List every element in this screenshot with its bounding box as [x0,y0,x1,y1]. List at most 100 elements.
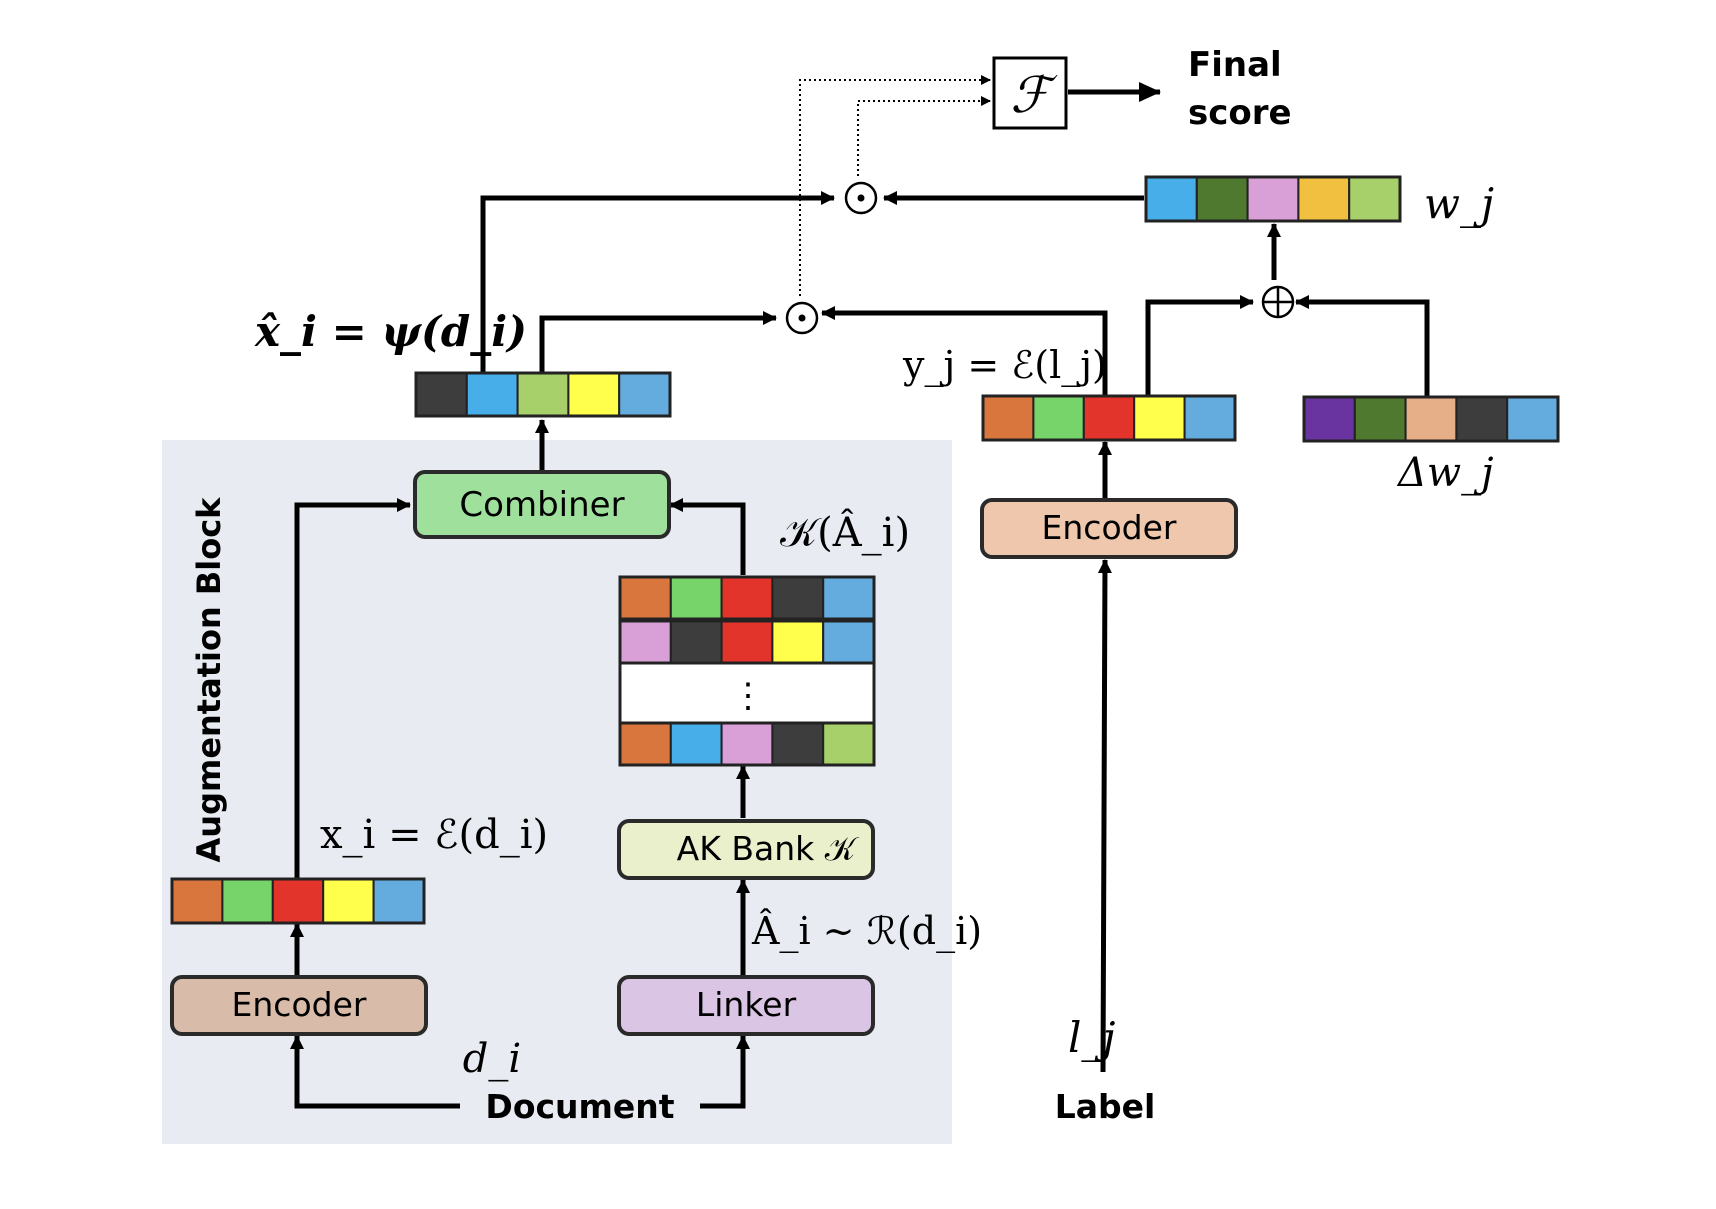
doc-encoder-label: Encoder [232,985,367,1024]
vector-cell [1246,176,1300,222]
connectors [290,82,1430,1109]
vector-cell [1506,396,1559,442]
vector-cell [1297,176,1351,222]
vector-cell [982,395,1035,441]
vector-border [618,575,876,621]
vector-border [981,394,1237,442]
vector-cell [1195,176,1249,222]
vector-cell [1303,396,1356,442]
vector-border [170,877,426,925]
k-matrix-row-2 [618,619,876,665]
combiner-box: Combiner [413,470,671,539]
arrow-xi-to-combiner [294,498,411,880]
vector-cell [822,722,876,766]
hadamard-mid [785,301,819,335]
oplus-operator [1261,285,1295,319]
arrow-doc-to-linker [700,1035,750,1109]
k-matrix: ⋮ [618,575,876,767]
arrow-deltaw-to-oplus [1295,295,1430,396]
vector-cell [465,372,519,417]
final-score-line2: score [1188,93,1292,133]
akbank-box: AK Bank 𝒦 [617,819,875,880]
vector-border [1302,395,1560,443]
vector-cell [771,722,825,766]
vector-cell [619,722,672,766]
k-matrix-row-3 [618,721,876,767]
label-encoder-label: Encoder [1042,508,1177,547]
vector-cell [415,372,468,417]
augmentation-block-title: Augmentation Block [190,497,228,863]
vector-cell [771,576,825,620]
vector-border [618,721,876,767]
vector-cell [271,878,325,924]
formula-w-j: w_j [1424,179,1494,228]
vector-cell [1404,396,1458,442]
document-symbol: d_i [463,1036,521,1082]
vector-border [618,619,876,665]
arrow-matrix-to-combiner [669,498,746,575]
vector-cell [1145,176,1198,222]
vector-cell [720,620,774,664]
doc-encoder-box: Encoder [170,975,428,1036]
vector-cell [720,722,774,766]
vector-cell [1455,396,1509,442]
vector-border [1144,175,1402,223]
vector-cell [822,576,876,620]
formula-delta-w: Δw_j [1396,450,1494,496]
vector-cell [1348,176,1401,222]
formula-x-i: x_i = ℰ(d_i) [320,812,548,858]
vector-cell [372,878,426,924]
akbank-label: AK Bank 𝒦 [677,829,860,868]
vector-xhat-i [414,371,672,418]
arrow-label-to-encoder [1097,559,1112,1073]
formula-y-j: y_j = ℰ(l_j) [902,343,1107,388]
linker-box: Linker [617,975,875,1036]
vector-w-j [1144,175,1402,223]
arrow-xhat-to-hadamard-mid [539,311,777,372]
formula-a-i: Â_i ∼ ℛ(d_i) [751,909,982,954]
k-matrix-row-1 [618,575,876,621]
vector-delta-w-j [1302,395,1560,443]
vector-y-j [981,394,1237,442]
dotted-hadamard-top-to-f [857,96,991,176]
vector-cell [1082,395,1136,441]
vector-cell [669,620,723,664]
vector-cell [1353,396,1407,442]
combiner-label: Combiner [459,485,624,525]
label-encoder-box: Encoder [980,498,1238,559]
vector-cell [1133,395,1186,441]
arrow-yj-to-hadamard-mid [821,306,1108,395]
vector-cell [567,372,621,417]
vector-cell [771,620,825,664]
vector-border [414,371,672,418]
vector-cell [619,576,672,620]
formula-k-a: 𝒦(Â_i) [780,509,910,556]
vector-cell [619,620,672,664]
dotted-connectors [799,75,991,296]
vector-x-i [170,877,426,925]
vector-cell [1032,395,1085,441]
document-label: Document [485,1087,674,1126]
f-box: ℱ [992,56,1068,130]
hadamard-top [844,181,878,215]
arrow-yj-to-oplus [1145,295,1254,395]
arrow-xhat-to-hadamard-top [480,191,835,372]
vector-cell [669,722,723,766]
vector-cell [822,620,876,664]
label-node: Label [1055,1087,1156,1126]
vector-cell [1183,395,1236,441]
formula-l-j: l_j [1068,1013,1115,1062]
vector-cell [618,372,672,417]
vector-cell [516,372,570,417]
dotted-hadamard-mid-to-f [799,75,991,296]
vector-cell [720,576,774,620]
formula-xhat: x̂_i = ψ(d_i) [254,307,527,356]
vector-cell [221,878,274,924]
arrow-doc-to-encoder [290,1035,460,1109]
k-matrix-vdots: ⋮ [731,676,765,716]
vector-cell [669,576,723,620]
vector-cell [171,878,224,924]
final-score-line1: Final [1188,45,1282,85]
vector-cell [322,878,375,924]
